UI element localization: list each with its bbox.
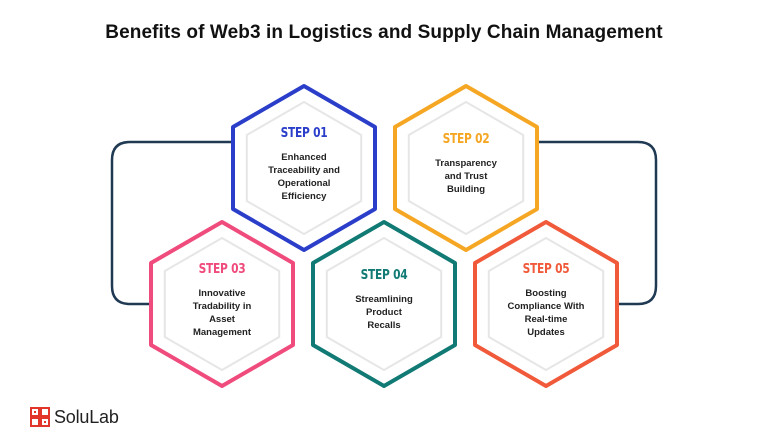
page-title: Benefits of Web3 in Logistics and Supply… [105,22,663,43]
step-4-label: STEP 04 [360,268,408,283]
step-4-description-line: Streamlining [355,294,413,305]
step-2-description-line: Building [447,184,485,195]
step-2-description-line: Transparency [435,158,497,169]
step-3-label: STEP 03 [198,261,246,277]
step-5-description-line: Compliance With [507,300,585,312]
step-5-description-line: Real-time [524,313,568,325]
step-3-inner-hexagon [163,237,281,371]
step-1-description-line: Traceability and [268,164,340,176]
step-4-inner-hexagon [325,237,443,371]
step-2-inner-hexagon [407,101,525,235]
step-3-description-line: Management [192,326,252,338]
step-2-description-line: and Trust [444,171,488,182]
step-3-description-line: Asset [209,313,235,325]
step-5-description-line: Updates [527,326,565,338]
step-1-description-line: Enhanced [281,151,327,163]
step-1-description-line: Efficiency [281,190,327,202]
solulab-logo-icon [30,407,50,427]
step-5-label: STEP 05 [522,261,570,277]
connector-line [110,140,658,306]
step-1-description-line: Operational [277,177,331,189]
step-4-description-line: Product [366,307,402,318]
step-1-label: STEP 01 [280,125,328,141]
step-5-inner-hexagon [487,237,605,371]
step-1-inner-hexagon [245,101,363,235]
brand-logo: SoluLab [30,406,119,428]
step-5-description-line: Boosting [525,287,567,299]
step-2-label: STEP 02 [442,132,490,147]
step-3-description-line: Innovative [198,287,246,299]
step-3-description-line: Tradability in [192,300,252,312]
brand-name: SoluLab [54,406,119,427]
step-4-description-line: Recalls [367,320,401,331]
